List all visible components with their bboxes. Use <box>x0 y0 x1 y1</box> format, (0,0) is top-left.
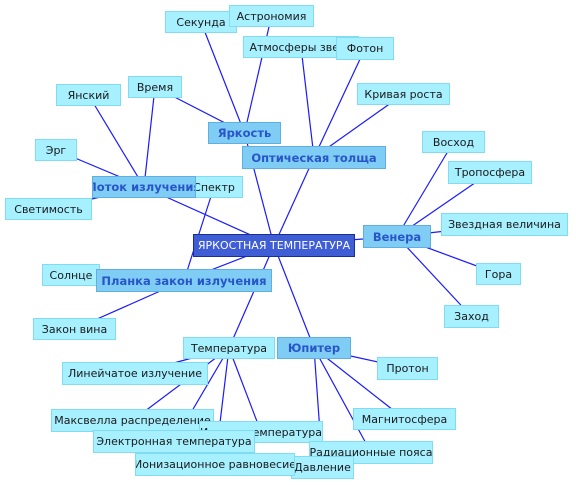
node-sunrise[interactable]: Восход <box>422 131 485 153</box>
link-optical-to-photon <box>313 48 366 158</box>
node-radiation-flux[interactable]: Поток излучения <box>92 176 196 198</box>
node-jupiter[interactable]: Юпитер <box>277 337 351 359</box>
node-ionization-equilibrium[interactable]: Ионизационное равновесие <box>135 453 295 476</box>
link-venus-to-sunset <box>396 236 472 317</box>
link-root-to-optical <box>273 157 315 246</box>
node-luminosity[interactable]: Светимость <box>5 198 92 220</box>
node-maxwell-distribution[interactable]: Максвелла распределение <box>51 409 214 432</box>
node-optical-depth[interactable]: Оптическая толща <box>242 146 386 169</box>
node-proton[interactable]: Протон <box>377 357 438 380</box>
node-growth-curve[interactable]: Кривая роста <box>357 83 450 105</box>
node-erg[interactable]: Эрг <box>35 139 77 161</box>
link-jupiter-to-magnetosphere <box>313 347 405 420</box>
node-mountain[interactable]: Гора <box>476 263 521 285</box>
link-jupiter-to-belts <box>313 347 372 453</box>
node-time[interactable]: Время <box>128 76 182 98</box>
node-stellar-atmospheres[interactable]: Атмосферы звезд <box>243 36 359 58</box>
link-venus-to-sunrise <box>396 141 455 237</box>
node-second[interactable]: Секунда <box>165 11 237 33</box>
link-brightness-to-astronomy <box>243 15 273 134</box>
node-electron-temperature[interactable]: Электронная температура <box>93 430 255 453</box>
node-temperature[interactable]: Температура <box>183 337 275 359</box>
node-stellar-magnitude[interactable]: Звездная величина <box>441 213 568 236</box>
node-spectrum[interactable]: Спектр <box>185 176 243 198</box>
link-flux-to-jansky <box>87 94 145 188</box>
link-brightness-to-second <box>200 21 246 134</box>
node-planck-law[interactable]: Планка закон излучения <box>96 269 272 292</box>
node-astronomy[interactable]: Астрономия <box>229 5 314 27</box>
node-venus[interactable]: Венера <box>363 225 431 248</box>
link-root-to-temperature <box>228 245 275 349</box>
link-planck-to-spectrum <box>183 186 215 281</box>
node-line-emission[interactable]: Линейчатое излучение <box>62 362 208 385</box>
node-jansky[interactable]: Янский <box>56 84 121 106</box>
link-flux-to-time <box>143 86 156 188</box>
link-root-to-jupiter <box>273 245 315 349</box>
node-brightness[interactable]: Яркость <box>208 122 281 144</box>
node-troposphere[interactable]: Тропосфера <box>448 161 532 184</box>
link-temperature-to-ion <box>228 347 262 433</box>
node-wien-law[interactable]: Закон вина <box>33 318 116 340</box>
central-node[interactable]: ЯРКОСТНАЯ ТЕМПЕРАТУРА <box>193 234 355 257</box>
node-pressure[interactable]: Давление <box>291 456 354 479</box>
node-photon[interactable]: Фотон <box>336 37 394 60</box>
node-magnetosphere[interactable]: Магнитосфера <box>353 408 456 430</box>
link-optical-to-atmospheres <box>300 46 315 158</box>
node-sunset[interactable]: Заход <box>444 305 499 328</box>
node-sun[interactable]: Солнце <box>42 264 100 286</box>
